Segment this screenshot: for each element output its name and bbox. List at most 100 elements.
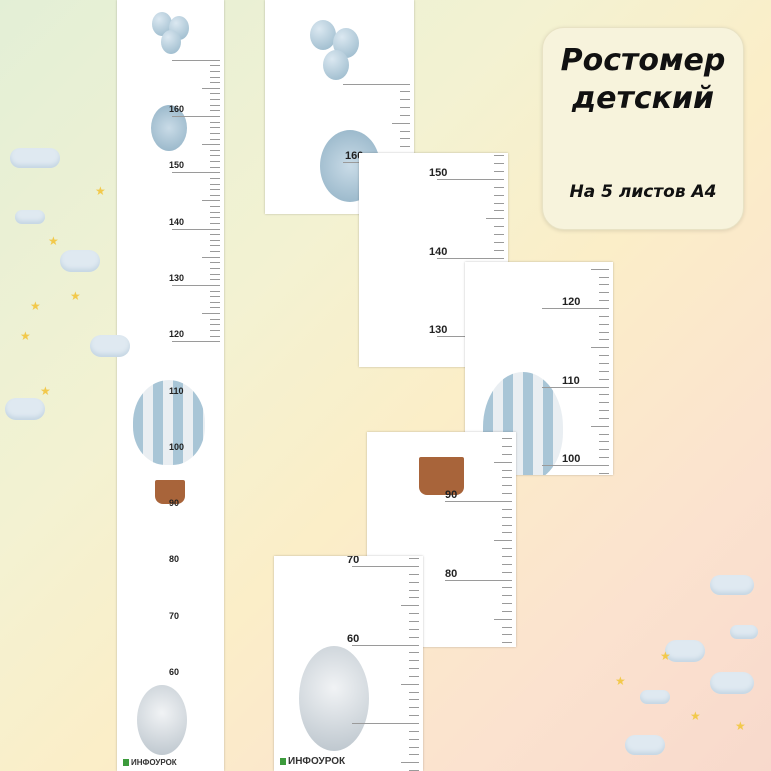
scale-tick [502, 446, 512, 448]
logo: ИНФОУРОК [123, 758, 177, 767]
scale-label: 150 [429, 167, 448, 179]
scale-tick [351, 644, 419, 646]
scale-tick [409, 754, 419, 756]
scale-tick [502, 493, 512, 495]
scale-tick [494, 233, 504, 235]
scale-tick [494, 155, 504, 157]
scale-tick [409, 628, 419, 630]
title-line-2: детский [571, 81, 715, 116]
scale-label: 70 [347, 556, 360, 566]
scale-tick [599, 362, 609, 364]
scale-tick [210, 104, 220, 106]
scale-tick [502, 587, 512, 589]
cloud-icon [15, 210, 45, 224]
scale-tick [494, 241, 504, 243]
scale-tick [599, 417, 609, 419]
scale-tick [171, 341, 220, 343]
scale-tick [599, 331, 609, 333]
logo: ИНФОУРОК [280, 756, 345, 767]
scale-tick [351, 723, 419, 724]
scale-tick [494, 210, 504, 212]
scale-tick [494, 163, 504, 165]
scale-tick [210, 132, 220, 134]
scale-tick [401, 605, 419, 607]
scale-tick [502, 610, 512, 612]
scale-tick [599, 457, 609, 459]
scale-tick [409, 620, 419, 622]
scale-tick [210, 65, 220, 67]
scale-tick [409, 652, 419, 654]
scale-label: 140 [169, 216, 185, 227]
star-icon: ★ [40, 384, 51, 398]
scale-tick [210, 121, 220, 123]
sheet-5: ИНФОУРОК 70 60 [274, 556, 423, 771]
scale-label: 120 [562, 296, 581, 308]
scale-tick [599, 355, 609, 357]
scale-tick [401, 683, 419, 685]
scale-tick [210, 279, 220, 281]
scale-tick [210, 82, 220, 84]
scale-tick [502, 485, 512, 487]
scale-tick [436, 257, 504, 259]
scale-tick [444, 579, 512, 581]
cloud-icon [665, 640, 705, 662]
scale-label: 70 [169, 610, 180, 621]
scale-tick [210, 166, 220, 168]
scale-tick [409, 730, 419, 732]
scale-tick [210, 110, 220, 112]
scale-label: 60 [169, 667, 180, 677]
scale-tick [171, 116, 220, 117]
scale-label: 160 [345, 150, 364, 162]
scale-tick [494, 226, 504, 228]
scale-tick [409, 668, 419, 670]
scale-tick [400, 146, 410, 148]
scale-tick [210, 149, 220, 151]
scale-label: 60 [347, 632, 360, 645]
scale-tick [210, 194, 220, 196]
scale-tick [542, 308, 609, 309]
scale-tick [210, 262, 220, 264]
hot-air-balloon-image [133, 380, 205, 465]
scale-tick [400, 130, 410, 132]
scale-tick [494, 186, 504, 188]
scale-tick [210, 93, 220, 95]
scale-tick [494, 171, 504, 173]
scale-label: 90 [169, 498, 180, 509]
bear-image [299, 646, 369, 751]
star-icon: ★ [95, 184, 106, 198]
star-icon: ★ [20, 329, 31, 343]
scale-label: 100 [169, 441, 185, 452]
scale-tick [202, 87, 220, 89]
scale-tick [210, 183, 220, 185]
scale-tick [599, 339, 609, 341]
scale-label: 160 [169, 104, 185, 114]
scale-tick [351, 566, 419, 567]
scale-tick [502, 548, 512, 550]
scale-tick [494, 194, 504, 196]
scale-tick [400, 114, 410, 116]
scale-tick [210, 324, 220, 326]
scale-tick [502, 524, 512, 526]
scale-tick [202, 144, 220, 146]
scale-tick [502, 634, 512, 636]
scale-tick [210, 318, 220, 320]
scale-tick [202, 313, 220, 315]
baby-bundle-image [151, 105, 187, 151]
cloud-icon [710, 672, 754, 694]
scale-tick [210, 329, 220, 331]
scale-tick [502, 555, 512, 557]
scale-tick [409, 589, 419, 591]
balloon-icon [310, 20, 336, 50]
scale-label: 110 [169, 385, 184, 396]
scale-tick [599, 402, 609, 404]
scale-tick [171, 172, 220, 174]
scale-tick [210, 155, 220, 157]
sheet-1: 160 [265, 0, 414, 214]
scale-label: 140 [429, 245, 448, 258]
scale-tick [210, 234, 220, 236]
scale-tick [409, 707, 419, 709]
title-card: Ростомер детский На 5 листов А4 [542, 27, 744, 230]
scale-tick [409, 581, 419, 583]
cloud-icon [640, 690, 670, 704]
